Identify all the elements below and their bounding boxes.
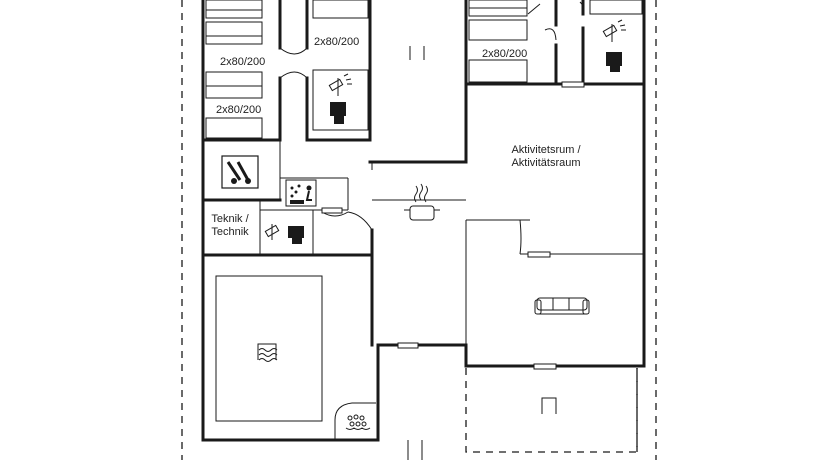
covered-terrace-outline [465,368,638,453]
shower-toilet-icon [264,224,304,244]
bed-label: 2x80/200 [482,48,528,60]
room-label-activity: Aktivitetsrum / Aktivitätsraum [496,144,596,170]
shower-toilet-icon [328,73,352,124]
room-label-technik-line2: Technik [211,226,249,238]
washing-machine-icon [221,155,259,189]
room-label-technik: Teknik / Technik [206,213,254,239]
shower-toilet-icon [602,19,626,72]
sofa-icon [534,297,590,315]
kitchen-pot-icon [404,183,440,221]
door-icon [541,397,557,414]
sauna-icon [285,179,317,207]
doors-left [279,47,419,349]
bedroom-block-right [464,0,646,88]
pool-room [215,275,376,440]
bed-label: 2x80/200 [314,36,360,48]
room-label-technik-line1: Teknik / [211,213,249,225]
room-label-activity-line2: Aktivitätsraum [511,157,581,169]
exterior-walls [201,0,646,442]
room-label-activity-line1: Aktivitetsrum / [511,144,581,156]
bed-label: 2x80/200 [220,56,266,68]
pool-icon [257,343,278,362]
bed-label: 2x80/200 [216,104,262,116]
activity-room-walls [371,162,644,370]
entrance-markers [407,46,425,460]
whirlpool-icon [345,414,371,430]
